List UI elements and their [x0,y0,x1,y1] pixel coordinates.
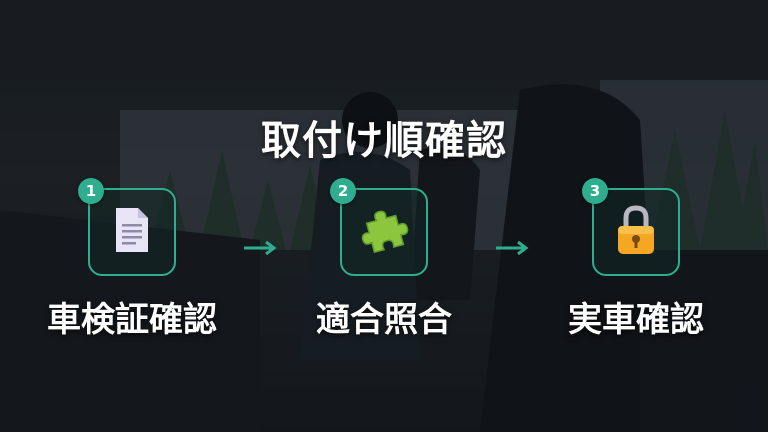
step-2-number-badge: 2 [330,178,356,204]
step-1: 1 車検証確認 [12,178,252,348]
step-3-tile [592,188,680,276]
step-1-tile [88,188,176,276]
step-3-label: 実車確認 [568,300,704,340]
arrow-right-icon [494,240,530,256]
page-title: 取付け順確認 [261,118,507,164]
step-3: 3 実車確認 [516,178,756,348]
puzzle-piece-icon [359,205,409,259]
arrow-right-icon [242,240,278,256]
step-3-number-badge: 3 [582,178,608,204]
document-icon [112,206,152,258]
step-1-number-badge: 1 [78,178,104,204]
padlock-icon [614,204,658,260]
step-1-label: 車検証確認 [47,300,217,340]
step-2-tile [340,188,428,276]
step-2: 2 適合照合 [264,178,504,348]
step-2-label: 適合照合 [316,300,452,340]
